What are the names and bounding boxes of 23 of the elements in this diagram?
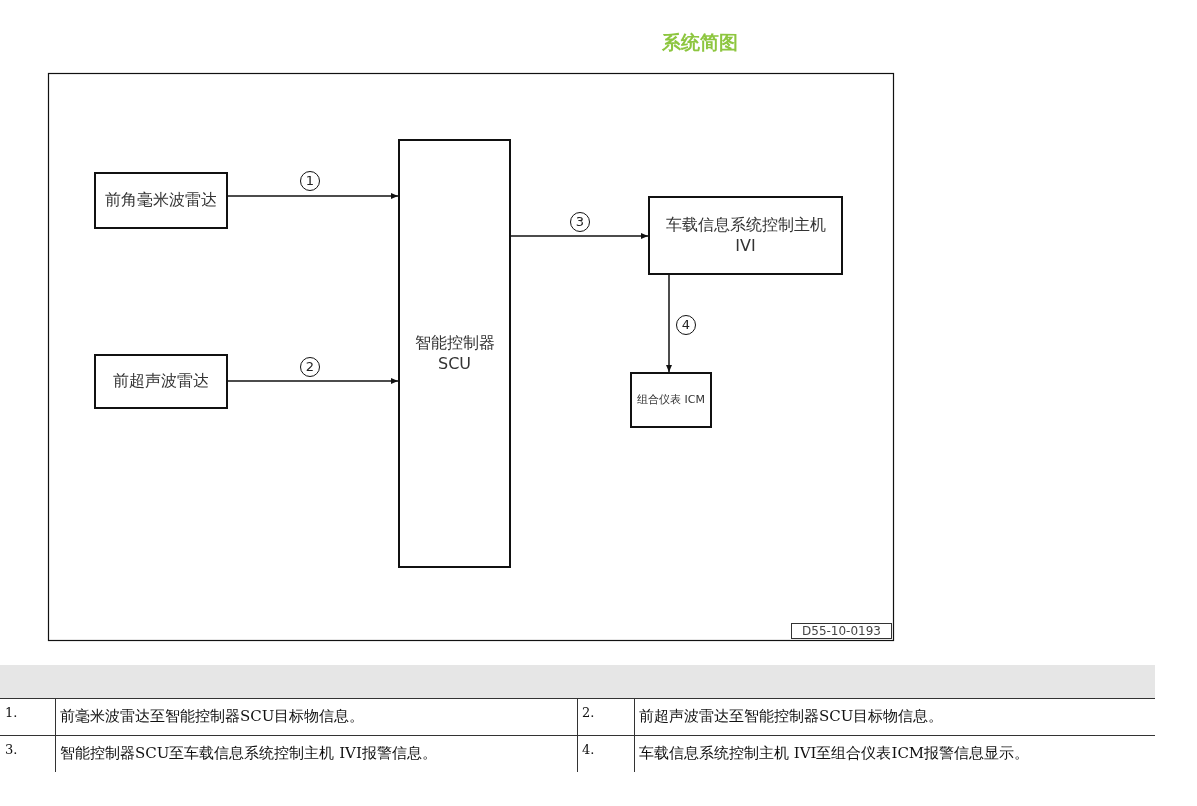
table-cell: 智能控制器SCU至车载信息系统控制主机 IVI报警信息。 <box>60 744 437 763</box>
edge-label: 1 <box>300 171 320 191</box>
item-number: 2. <box>582 705 595 720</box>
arrow <box>227 378 399 384</box>
box: 车载信息系统控制主机 IVI <box>648 196 843 275</box>
edge-label: 2 <box>300 357 320 377</box>
arrow <box>666 274 672 373</box>
title: 系统简图 <box>662 30 738 55</box>
edge-label: 4 <box>676 315 696 335</box>
figure-code: D55-10-0193 <box>791 623 892 639</box>
box: 组合仪表 ICM <box>630 372 712 428</box>
table-cell: 前毫米波雷达至智能控制器SCU目标物信息。 <box>60 707 365 726</box>
table-cell: 前超声波雷达至智能控制器SCU目标物信息。 <box>639 707 944 726</box>
edge-label: 3 <box>570 212 590 232</box>
table-cell: 车载信息系统控制主机 IVI至组合仪表ICM报警信息显示。 <box>639 744 1030 763</box>
item-number: 3. <box>5 742 18 757</box>
box: 前超声波雷达 <box>94 354 228 409</box>
item-number: 1. <box>5 705 18 720</box>
arrow <box>227 193 399 199</box>
box: 智能控制器 SCU <box>398 139 511 568</box>
arrow <box>510 233 649 239</box>
item-number: 4. <box>582 742 595 757</box>
box: 前角毫米波雷达 <box>94 172 228 229</box>
